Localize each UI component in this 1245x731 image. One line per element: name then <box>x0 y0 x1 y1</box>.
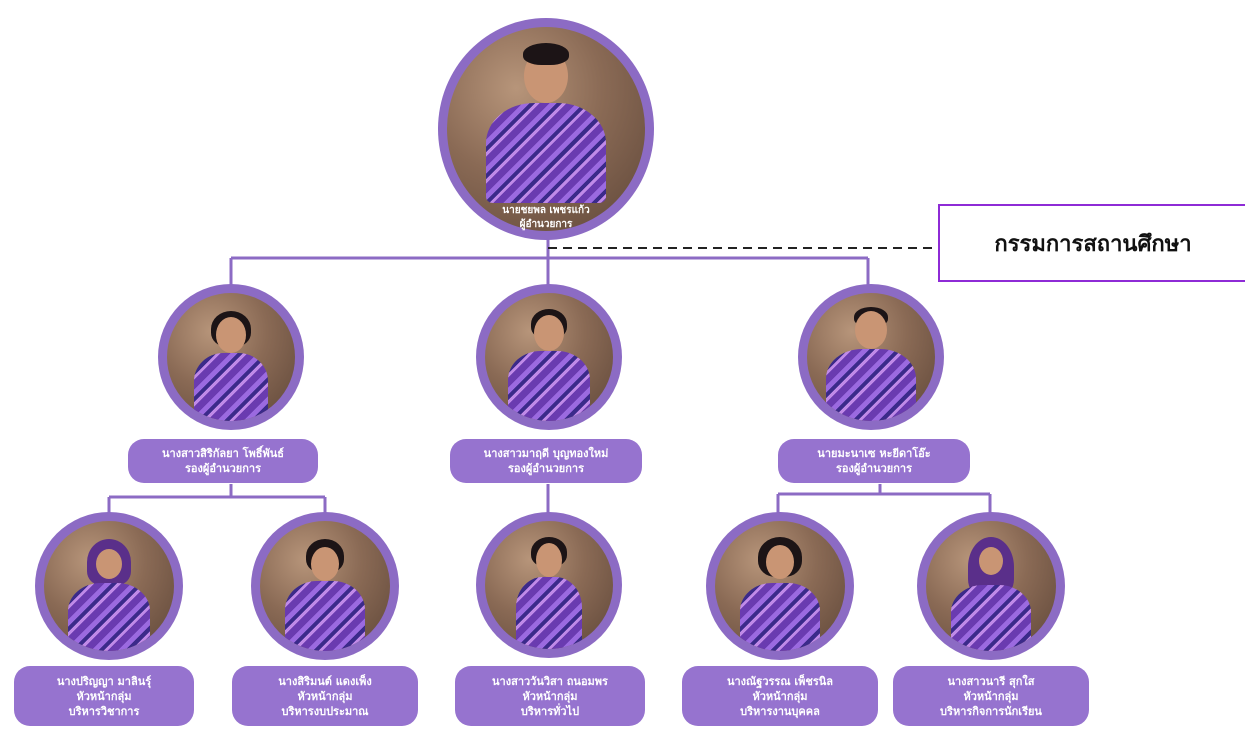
head-title-2: หัวหน้ากลุ่ม <box>297 689 353 703</box>
head-group-3: บริหารทั่วไป <box>520 704 580 718</box>
director-title: ผู้อำนวยการ <box>519 219 573 230</box>
committee-label: กรรมการสถานศึกษา <box>994 231 1192 257</box>
head-group-4: บริหารงานบุคคล <box>740 704 820 718</box>
deputy-photo-3 <box>798 284 944 430</box>
head-name-3: นางสาววันวิสา ถนอมพร <box>492 674 608 688</box>
head-label-2: นางสิริมนต์ แดงเพ็ง หัวหน้ากลุ่ม บริหารง… <box>232 666 418 726</box>
deputy-title-3: รองผู้อำนวยการ <box>835 462 912 475</box>
deputy-name-3: นายมะนาเซ หะยีดาโอ๊ะ <box>817 447 931 460</box>
deputy-title-1: รองผู้อำนวยการ <box>184 462 261 475</box>
head-label-3: นางสาววันวิสา ถนอมพร หัวหน้ากลุ่ม บริหาร… <box>455 666 645 726</box>
head-title-5: หัวหน้ากลุ่ม <box>963 689 1019 703</box>
head-photo-1 <box>35 512 183 660</box>
director-name: นายชยพล เพชรแก้ว <box>502 205 590 216</box>
head-photo-5 <box>917 512 1065 660</box>
director-label: นายชยพล เพชรแก้ว ผู้อำนวยการ <box>476 204 616 232</box>
head-title-3: หัวหน้ากลุ่ม <box>522 689 578 703</box>
head-label-4: นางณัฐวรรณ เพ็ชรนิล หัวหน้ากลุ่ม บริหารง… <box>682 666 878 726</box>
head-photo-2 <box>251 512 399 660</box>
head-label-1: นางปริญญา มาลินรุ์ หัวหน้ากลุ่ม บริหารวิ… <box>14 666 194 726</box>
head-name-1: นางปริญญา มาลินรุ์ <box>56 674 152 688</box>
head-title-1: หัวหน้ากลุ่ม <box>76 689 132 703</box>
deputy-photo-1 <box>158 284 304 430</box>
deputy-label-2: นางสาวมาฤดี บุญทองใหม่ รองผู้อำนวยการ <box>450 439 642 483</box>
director-photo: นายชยพล เพชรแก้ว ผู้อำนวยการ <box>438 18 654 240</box>
head-group-1: บริหารวิชาการ <box>68 704 140 718</box>
head-group-2: บริหารงบประมาณ <box>281 704 369 718</box>
committee-box: กรรมการสถานศึกษา <box>938 204 1245 282</box>
deputy-photo-2 <box>476 284 622 430</box>
head-name-5: นางสาวนารี สุกใส <box>947 674 1035 688</box>
head-name-2: นางสิริมนต์ แดงเพ็ง <box>278 674 372 688</box>
head-label-5: นางสาวนารี สุกใส หัวหน้ากลุ่ม บริหารกิจก… <box>893 666 1089 726</box>
director-portrait <box>447 27 645 231</box>
deputy-label-3: นายมะนาเซ หะยีดาโอ๊ะ รองผู้อำนวยการ <box>778 439 970 483</box>
deputy-name-2: นางสาวมาฤดี บุญทองใหม่ <box>483 447 609 460</box>
deputy-name-1: นางสาวสิริกัลยา โพธิ์พันธ์ <box>162 447 284 460</box>
head-name-4: นางณัฐวรรณ เพ็ชรนิล <box>726 674 833 688</box>
head-group-5: บริหารกิจการนักเรียน <box>940 704 1042 718</box>
head-photo-3 <box>476 512 622 658</box>
head-photo-4 <box>706 512 854 660</box>
head-title-4: หัวหน้ากลุ่ม <box>752 689 808 703</box>
deputy-title-2: รองผู้อำนวยการ <box>507 462 584 475</box>
deputy-label-1: นางสาวสิริกัลยา โพธิ์พันธ์ รองผู้อำนวยกา… <box>128 439 318 483</box>
